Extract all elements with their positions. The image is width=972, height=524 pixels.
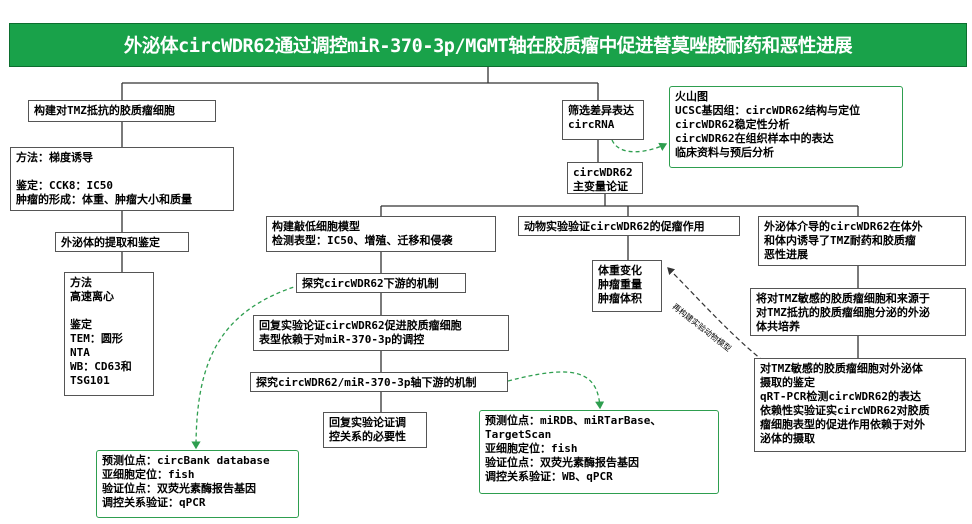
prediction-box-1: 预测位点：circBank database 亚细胞定位：fish 验证位点：双… [96,450,299,518]
animal-results: 体重变化 肿瘤重量 肿瘤体积 [592,260,662,312]
exosome-uptake-box: 对TMZ敏感的胶质瘤细胞对外泌体 摄取的鉴定 qRT-PCR检测circWDR6… [754,358,966,452]
downstream-mechanism: 探究circWDR62下游的机制 [296,273,466,293]
exosome-mediated-resistance: 外泌体介导的circWDR62在体外 和体内诱导了TMZ耐药和胶质瘤 恶性进展 [758,216,966,266]
rescue-experiment-2: 回复实验论证调 控关系的必要性 [323,412,427,448]
rescue-experiment-1: 回复实验论证circWDR62促进胶质瘤细胞 表型依赖于对miR-370-3p的… [253,315,509,351]
tree-line [121,67,599,100]
page-title: 外泌体circWDR62通过调控miR-370-3p/MGMT轴在胶质瘤中促进替… [9,23,967,67]
coculture-box: 将对TMZ敏感的胶质瘤细胞和来源于 对TMZ抵抗的胶质瘤细胞分泌的外泌 体共培养 [750,288,966,336]
dashed-arrow-predict2 [507,371,605,410]
exosome-method: 方法 高速离心 鉴定 TEM：圆形 NTA WB：CD63和 TSG101 [64,272,154,396]
prediction-box-2: 预测位点：miRDB、miRTarBase、 TargetScan 亚细胞定位：… [479,410,719,494]
screen-circrna: 筛选差异表达 circRNA [562,100,644,140]
build-tmz-resistant-cells: 构建对TMZ抵抗的胶质瘤细胞 [28,100,216,122]
dashed-arrow-predict1 [191,284,301,450]
tree-line [380,140,859,216]
dashed-arrow-volcano [611,139,668,153]
exosome-extraction: 外泌体的提取和鉴定 [55,232,189,252]
method-gradient-induction: 方法：梯度诱导 鉴定：CCK8：IC50 肿瘤的形成：体重、肿瘤大小和质量 [10,147,234,211]
knockdown-model: 构建敲低细胞模型 检测表型：IC50、增殖、迁移和侵袭 [266,216,496,252]
axis-downstream-mechanism: 探究circWDR62/miR-370-3p轴下游的机制 [250,372,508,392]
main-variable: circWDR62 主变量论证 [567,162,643,194]
animal-experiment: 动物实验验证circWDR62的促瘤作用 [518,216,740,236]
volcano-plot-box: 火山图 UCSC基因组：circWDR62结构与定位 circWDR62稳定性分… [669,86,903,168]
